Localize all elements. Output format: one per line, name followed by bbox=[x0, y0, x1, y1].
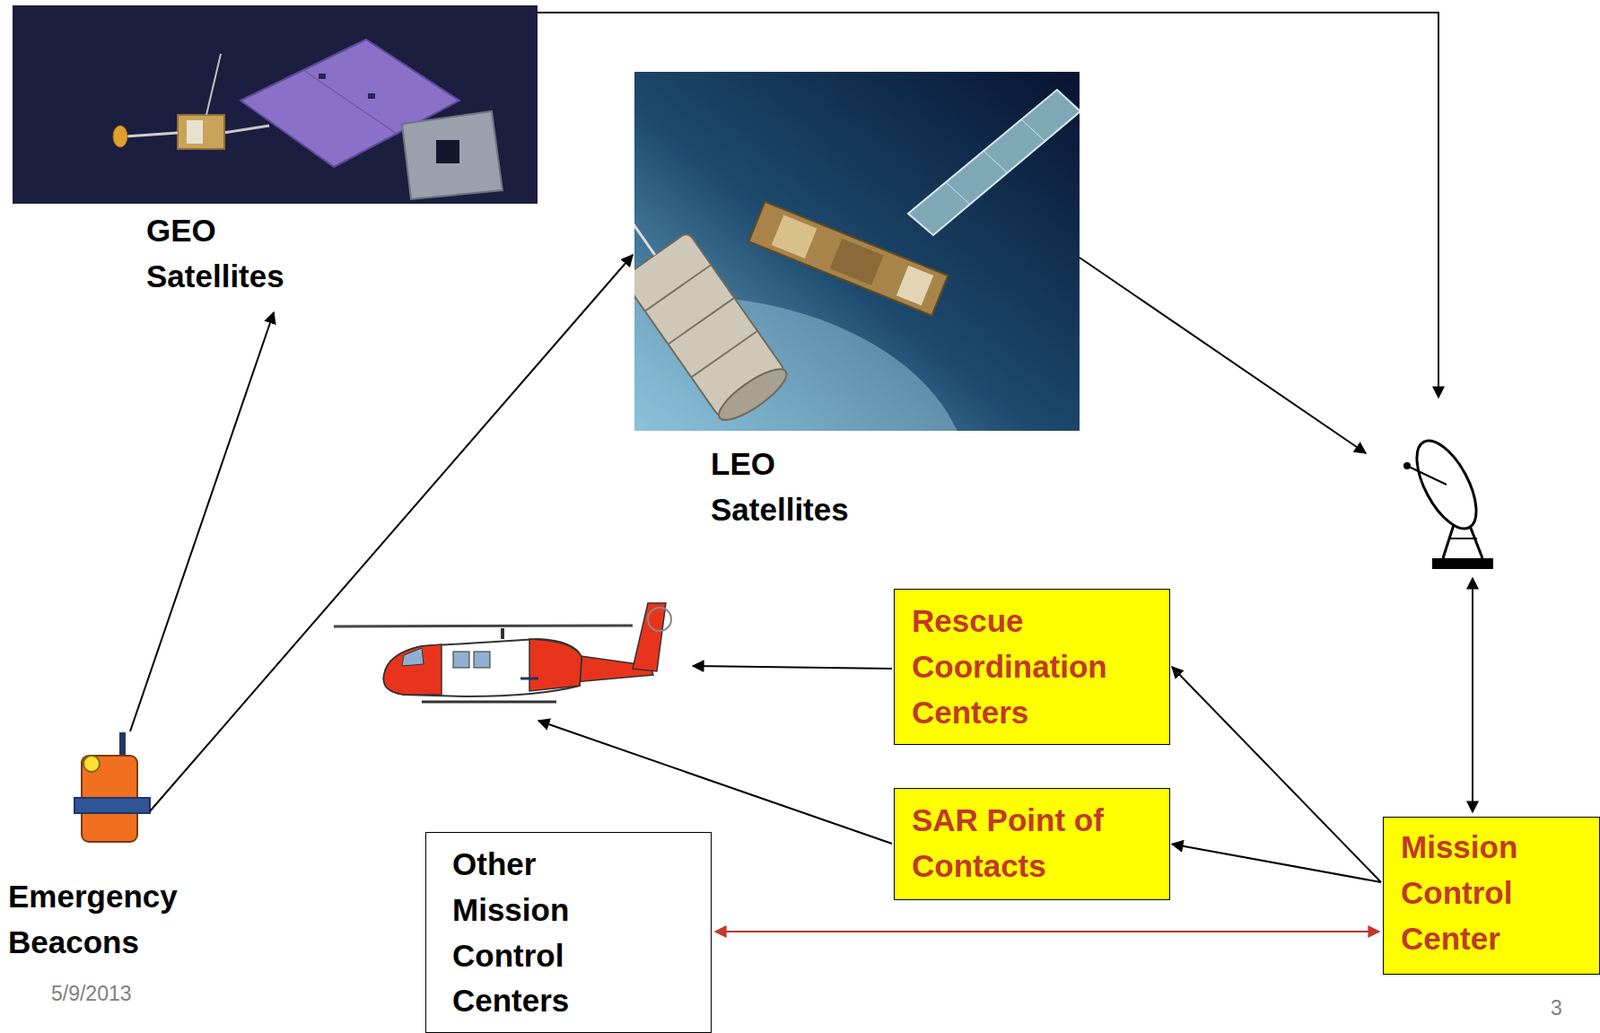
rib bbox=[668, 297, 735, 345]
text-wrap: Other Mission Control Centers bbox=[452, 841, 646, 1024]
body-panel bbox=[186, 120, 203, 144]
rib bbox=[645, 264, 712, 312]
feed-arm bbox=[1408, 466, 1447, 485]
helicopter-picture bbox=[333, 603, 672, 702]
rib bbox=[690, 331, 758, 378]
picture-label-node: LEO Satellites bbox=[634, 71, 1080, 541]
feed bbox=[1403, 462, 1411, 470]
node-label: Other Mission Control Centers bbox=[452, 841, 646, 1024]
node-label: SAR Point of Contacts bbox=[911, 797, 1163, 890]
downlink-arrow bbox=[537, 12, 1439, 398]
panel-seam bbox=[303, 69, 397, 134]
antenna-boom bbox=[125, 132, 178, 137]
pedestal-brace bbox=[1448, 537, 1478, 540]
cylinder-end bbox=[712, 360, 794, 429]
ground-link-arrow bbox=[1471, 577, 1474, 813]
rear-fuselage bbox=[529, 638, 582, 691]
connector-arrow bbox=[715, 930, 1380, 933]
page-number: 3 bbox=[1550, 996, 1563, 1021]
body-panel bbox=[896, 265, 934, 307]
beacon-light bbox=[83, 755, 100, 772]
tasking-arrow bbox=[692, 665, 892, 669]
text-wrap: Rescue Coordination Centers bbox=[911, 598, 1163, 735]
connector-arrow bbox=[1171, 844, 1382, 884]
picture-label-node: GEO Satellites bbox=[12, 5, 538, 307]
ground-station-dish bbox=[1403, 431, 1494, 569]
node-label: Emergency Beacons bbox=[8, 874, 219, 966]
cockpit-window bbox=[402, 647, 424, 666]
beacon-node: Emergency Beacons bbox=[8, 732, 227, 973]
panel-grid bbox=[945, 182, 970, 204]
window bbox=[473, 651, 490, 668]
connector-arrow bbox=[149, 254, 633, 812]
process-box: SAR Point of Contacts bbox=[893, 787, 1171, 901]
text-wrap: Mission Control Center bbox=[1400, 824, 1594, 962]
node-label: GEO Satellites bbox=[146, 208, 335, 300]
body-panel bbox=[830, 238, 884, 286]
panel-mark bbox=[367, 93, 376, 99]
process-box: Rescue Coordination Centers bbox=[893, 588, 1171, 745]
text-wrap: Emergency Beacons bbox=[8, 874, 219, 966]
text-wrap: SAR Point of Contacts bbox=[911, 797, 1163, 890]
fuselage bbox=[383, 638, 582, 697]
panel-mark bbox=[318, 73, 326, 79]
body-panel bbox=[771, 215, 818, 259]
grey-panel bbox=[402, 111, 503, 200]
downlink-arrow bbox=[1079, 257, 1366, 454]
pedestal-base bbox=[1432, 558, 1494, 569]
connector-arrow bbox=[130, 312, 274, 732]
external-box: Other Mission Control Centers bbox=[425, 831, 712, 1033]
leo-satellite-picture bbox=[634, 71, 1080, 431]
beacon-icon bbox=[74, 732, 150, 842]
window bbox=[453, 651, 470, 668]
picture-ground bbox=[12, 5, 538, 204]
antenna-mast bbox=[206, 53, 221, 115]
tail-rotor bbox=[647, 607, 672, 631]
landing-gear bbox=[421, 700, 557, 704]
text-wrap: GEO Satellites bbox=[146, 208, 335, 300]
leo-satellite bbox=[748, 201, 948, 316]
nose bbox=[383, 644, 442, 695]
panel-window bbox=[436, 139, 460, 164]
beacon-band bbox=[74, 797, 150, 814]
main-rotor bbox=[333, 625, 633, 627]
mast bbox=[634, 221, 656, 255]
process-box: Mission Control Center bbox=[1382, 816, 1600, 975]
stripe bbox=[520, 677, 539, 681]
panel-grid bbox=[1021, 119, 1045, 141]
node-label: LEO Satellites bbox=[710, 441, 918, 534]
node-label: Mission Control Center bbox=[1400, 824, 1594, 962]
satellite-body bbox=[748, 201, 948, 316]
dish bbox=[1404, 431, 1488, 538]
date-label: 5/9/2013 bbox=[51, 981, 132, 1006]
rotor-mast bbox=[500, 628, 505, 639]
tasking-arrow bbox=[538, 720, 892, 844]
satellite-body bbox=[177, 114, 225, 149]
geo-satellite-picture bbox=[12, 5, 538, 204]
text-wrap: LEO Satellites bbox=[710, 441, 918, 534]
connector-arrow bbox=[1171, 666, 1382, 883]
antenna-dish bbox=[113, 125, 128, 148]
node-label: Rescue Coordination Centers bbox=[911, 598, 1163, 735]
panel-grid bbox=[983, 150, 1007, 173]
solar-panel bbox=[908, 89, 1080, 236]
